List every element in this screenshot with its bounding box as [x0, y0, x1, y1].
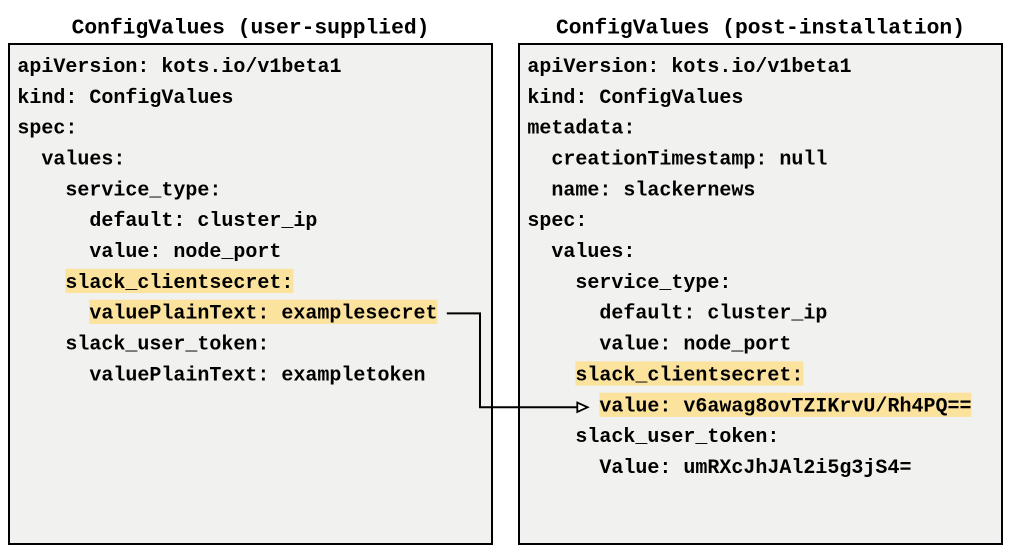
svg-text:ConfigValues (post-installatio: ConfigValues (post-installation): [556, 17, 965, 41]
svg-text:value: node_port: value: node_port: [599, 334, 791, 357]
svg-text:slack_clientsecret:: slack_clientsecret:: [65, 272, 293, 295]
svg-text:service_type:: service_type:: [575, 272, 731, 295]
svg-text:ConfigValues (user-supplied): ConfigValues (user-supplied): [72, 17, 430, 41]
svg-text:values:: values:: [551, 241, 635, 264]
svg-text:slack_user_token:: slack_user_token:: [65, 334, 269, 357]
svg-text:value: v6awag8ovTZIKrvU/Rh4PQ=: value: v6awag8ovTZIKrvU/Rh4PQ==: [599, 395, 971, 418]
svg-text:kind: ConfigValues: kind: ConfigValues: [17, 87, 233, 110]
svg-text:creationTimestamp: null: creationTimestamp: null: [551, 148, 827, 171]
svg-text:spec:: spec:: [17, 118, 77, 141]
svg-text:value: node_port: value: node_port: [89, 241, 281, 264]
svg-text:default: cluster_ip: default: cluster_ip: [599, 303, 827, 326]
svg-text:default: cluster_ip: default: cluster_ip: [89, 210, 317, 233]
svg-text:spec:: spec:: [527, 210, 587, 233]
svg-text:service_type:: service_type:: [65, 179, 221, 202]
svg-text:name: slackernews: name: slackernews: [551, 179, 755, 202]
svg-text:slack_user_token:: slack_user_token:: [575, 426, 779, 449]
svg-text:valuePlainText: examplesecret: valuePlainText: examplesecret: [89, 303, 437, 326]
svg-text:slack_clientsecret:: slack_clientsecret:: [575, 364, 803, 387]
svg-text:valuePlainText: exampletoken: valuePlainText: exampletoken: [89, 364, 425, 387]
svg-text:kind: ConfigValues: kind: ConfigValues: [527, 87, 743, 110]
svg-text:metadata:: metadata:: [527, 118, 635, 141]
svg-text:Value: umRXcJhJAl2i5g3jS4=: Value: umRXcJhJAl2i5g3jS4=: [599, 457, 911, 480]
svg-text:apiVersion: kots.io/v1beta1: apiVersion: kots.io/v1beta1: [17, 56, 341, 79]
svg-text:apiVersion: kots.io/v1beta1: apiVersion: kots.io/v1beta1: [527, 56, 851, 79]
svg-text:values:: values:: [41, 148, 125, 171]
